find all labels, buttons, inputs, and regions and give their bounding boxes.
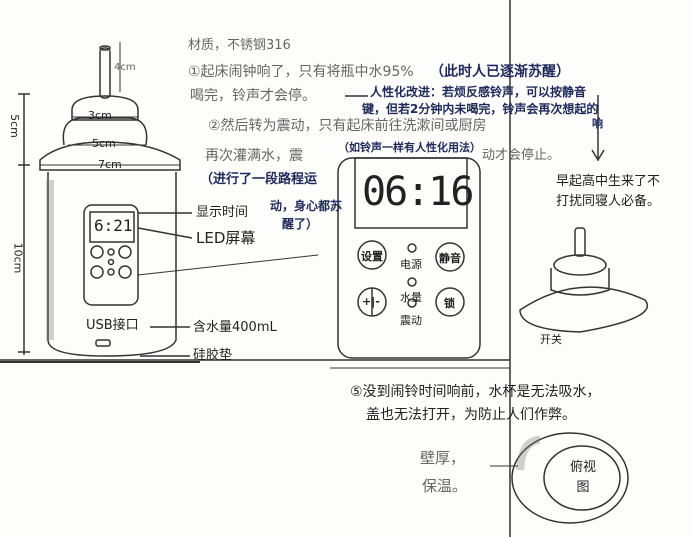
note2-aside-line2: 动，身心都苏 (270, 199, 343, 213)
note2-line1: ②然后转为震动，只有起床前往洗漱间或厨房 (208, 118, 487, 134)
panel-drawing (337, 157, 481, 359)
dim-cap-mid: 5cm (92, 137, 116, 150)
bottle-display-time: 6:21 (94, 216, 133, 235)
note2-line2a: 再次灌满水，震 (205, 148, 303, 164)
note5-line1: ⑤没到闹铃时间响前，水杯是无法吸水， (350, 384, 601, 400)
dim-cap-top: 3cm (88, 109, 112, 122)
note1-aside: （此时人已逐渐苏醒） (430, 64, 570, 80)
label-usb: USB接口 (86, 318, 139, 333)
note2-aside-line1: （进行了一段路程运 (200, 172, 318, 187)
top-view-label: 俯视图 (569, 460, 596, 495)
material-note: 材质，不锈钢316 (188, 38, 291, 53)
dim-body-height: 10cm (11, 242, 25, 274)
right-note-line2: 打扰同寝人必备。 (556, 194, 661, 209)
label-capacity: 含水量400mL (193, 320, 277, 335)
label-led-screen: LED屏幕 (196, 229, 256, 247)
right-note-line1: 早起高中生来了不 (556, 174, 661, 189)
note5-line2: 盖也无法打开，为防止人们作弊。 (366, 407, 576, 423)
indicator-power: 电源 (400, 258, 422, 271)
mute-button[interactable]: 静音 (439, 252, 461, 265)
panel-time: 06:16 (362, 169, 474, 215)
indicator-vibrate: 震动 (400, 314, 422, 327)
note2-line2b: 动才会停止。 (482, 148, 561, 163)
small-bottle-drawing (519, 227, 648, 333)
wall-note-line1: 壁厚， (420, 449, 466, 467)
dim-straw: 4cm (114, 62, 136, 73)
lock-button[interactable]: 锁 (444, 297, 455, 310)
improvement-line3: 响 (592, 117, 603, 130)
plus-minus-button[interactable]: +|- (362, 295, 380, 308)
top-view-drawing (490, 432, 629, 524)
bottle-drawing (0, 42, 319, 363)
note1-line2: 喝完，铃声才会停。 (190, 88, 316, 104)
improvement-line2: 键，但若2分钟内未喝完，铃声会再次想起的 (362, 102, 599, 116)
switch-label: 开关 (540, 333, 562, 346)
improvement-line1: 人性化改进：若烦反感铃声，可以按静音 (370, 85, 587, 99)
settings-button[interactable]: 设置 (361, 250, 383, 263)
dim-upper-height: 5cm (7, 114, 21, 138)
dim-lid: 7cm (98, 158, 122, 171)
note2-insert: （如铃声一样有人性化用法） (338, 141, 481, 154)
note1-line1: ①起床闹钟响了，只有将瓶中水95% (188, 64, 414, 80)
label-silicone-pad: 硅胶垫 (193, 348, 233, 363)
wall-note-line2: 保温。 (422, 477, 468, 495)
note2-aside-line3: 醒了） (282, 217, 319, 231)
indicator-water-level: 水量 (400, 291, 422, 304)
label-show-time: 显示时间 (196, 205, 249, 220)
